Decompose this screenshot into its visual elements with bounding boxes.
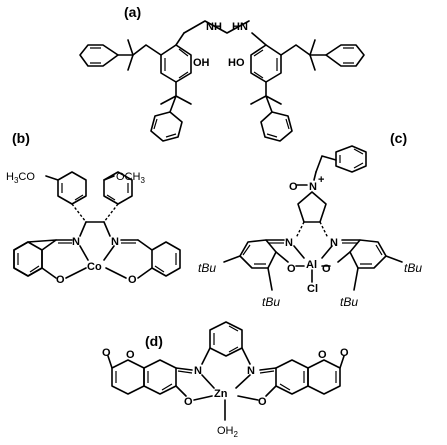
panel-b-o-left: O	[56, 274, 65, 286]
panel-c-tbu-bottom-right: tBu	[340, 295, 358, 309]
panel-d-o-left: O	[184, 396, 193, 408]
panel-b: (b) H3CO OCH3 N N Co	[6, 130, 181, 286]
panel-b-cobalt: Co	[87, 261, 102, 273]
panel-c-right-aryl-ring	[349, 239, 387, 269]
panel-a-right-phenol-ring	[250, 44, 282, 83]
panel-a-nh-left: NH	[206, 21, 222, 33]
panel-b-o-right: O	[128, 274, 137, 286]
panel-c-label: (c)	[390, 130, 407, 146]
panel-b-n-right: N	[111, 236, 119, 248]
panel-b-n-left: N	[72, 236, 80, 248]
panel-b-left-phenoxide-ring	[13, 239, 57, 277]
panel-d-phenylenediamine-ring	[209, 321, 243, 357]
panel-c-chloride: Cl	[307, 283, 318, 295]
panel-c: (c) O N + N N Al Cl O	[198, 130, 422, 309]
panel-b-methoxy-left: H3CO	[6, 171, 35, 185]
panel-b-left-anisyl-ring	[57, 171, 87, 205]
panel-c-aluminum: Al	[306, 259, 317, 271]
panel-b-right-phenoxide-ring	[137, 239, 181, 277]
panel-a-nh-right: HN	[232, 21, 248, 33]
panel-b-label: (b)	[12, 130, 30, 146]
panel-a-left-phenol-ring	[160, 44, 192, 83]
panel-d-carbonyl-right: O	[340, 347, 349, 359]
panel-c-n-left: N	[285, 237, 293, 249]
panel-d-n-right: N	[247, 365, 255, 377]
panel-d-label: (d)	[145, 333, 163, 349]
panel-d-zinc: Zn	[214, 388, 228, 400]
panel-c-benzyl-ring	[335, 145, 367, 173]
panel-a: (a) NH HN OH HO	[79, 4, 365, 142]
panel-d-right-coumarin: O O	[275, 347, 349, 395]
panel-d-left-coumarin: O O	[102, 347, 177, 395]
panel-c-plus: +	[318, 174, 324, 186]
panel-d-o-right: O	[258, 396, 267, 408]
panel-c-o-right: O	[322, 263, 331, 275]
panel-a-oh-right: HO	[228, 57, 245, 69]
panel-a-far-right-phenyl	[325, 44, 365, 67]
panel-d-water: OH2	[217, 425, 239, 439]
panel-d-ring-o-left: O	[126, 349, 135, 361]
panel-d-ring-o-right: O	[318, 349, 327, 361]
panel-c-o-left: O	[287, 263, 296, 275]
panel-a-lower-left-phenyl	[150, 111, 183, 142]
panel-a-lower-right-phenyl	[260, 111, 293, 142]
panel-c-left-aryl-ring	[239, 239, 277, 269]
panel-d: (d) N N Zn OH2 O O O	[102, 321, 349, 439]
panel-a-oh-left: OH	[193, 57, 210, 69]
panel-c-tbu-left: tBu	[198, 261, 216, 275]
panel-c-n-oxide-n: N	[309, 181, 317, 193]
panel-d-n-left: N	[194, 365, 202, 377]
panel-b-right-anisyl-ring	[103, 171, 133, 205]
panel-c-tbu-bottom-left: tBu	[262, 295, 280, 309]
panel-c-tbu-right: tBu	[404, 261, 422, 275]
panel-c-n-oxide-o: O	[289, 181, 298, 193]
panel-a-label: (a)	[124, 4, 141, 20]
panel-d-carbonyl-left: O	[102, 347, 111, 359]
panel-a-far-left-phenyl	[79, 44, 119, 67]
panel-c-n-right: N	[330, 237, 338, 249]
